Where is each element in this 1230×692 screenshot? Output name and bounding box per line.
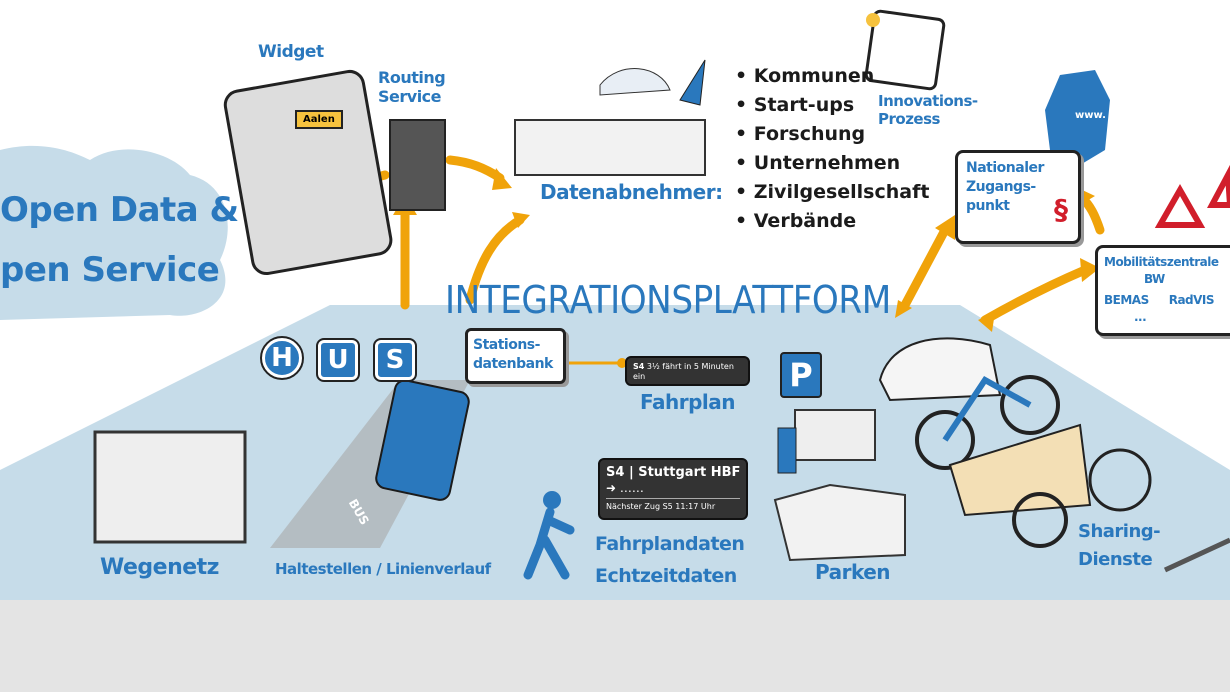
lightbulb-icon [866,13,880,27]
road-map [93,430,247,544]
parking-shelter [794,409,876,461]
list-item: • Unternehmen [735,152,901,174]
bike-wheel [915,410,975,470]
cloud-shape [0,145,228,320]
arrow-platform-national [900,225,950,310]
stations-line1: Stations- [473,337,540,353]
cargo-bike-wheel [1012,492,1068,548]
parking-meter [777,427,797,474]
pedestrian-body [523,507,575,580]
widget-label: Widget [258,42,324,62]
sharing-label: Sharing- Dienste [1078,518,1161,574]
station-database-box: Stations- datenbank [465,328,566,384]
innovation-tablet [864,9,946,91]
sharing-line2: Dienste [1078,549,1153,570]
cloud-sketch [599,68,671,96]
stops-label: Haltestellen / Linienverlauf [275,560,491,578]
consumers-list: • Kommunen • Start-ups • Forschung • Unt… [735,62,929,236]
bus-stop-sign-h: H [260,336,304,380]
realtime-line1: Fahrplandaten [595,533,745,555]
www-tag: www. [1075,110,1106,121]
realtime-board: S4 | Stuttgart HBF ➜ …… Nächster Zug S5 … [598,458,748,520]
sharing-line1: Sharing- [1078,521,1161,542]
national-line1: Nationaler [966,160,1044,176]
cloud-title-line1: Open Data & [0,190,239,230]
map-location-tag: Aalen [295,110,343,129]
warning-sign-icon [1207,164,1230,208]
parking-label: Parken [815,560,891,584]
buildings-sketch [514,119,706,176]
arrow-mobility-national [1077,193,1105,235]
bus-shape [375,379,470,501]
arrow-routing-consumers [445,155,505,183]
warning-sign-icon [1154,183,1206,228]
bus-stop-sign-s: S [373,338,417,382]
routing-service-label: Routing Service [378,68,446,106]
stations-line2: datenbank [473,356,553,372]
car-shape [878,337,1002,402]
consumers-label: Datenabnehmer: [540,180,723,204]
realtime-labels: Fahrplandaten Echtzeitdaten [595,528,745,592]
bike-shelter [773,483,906,562]
mobility-center-monitor: Mobilitätszentrale BW BEMAS RadVIS ... [1095,245,1230,336]
mobility-line2: BW [1144,272,1165,286]
national-line3: punkt [966,198,1010,214]
list-item: • Zivilgesellschaft [735,181,930,203]
realtime-line2: Echtzeitdaten [595,565,737,587]
timetable-label: Fahrplan [640,390,736,414]
bike-frame [942,376,1032,442]
timetable-text: 3½ fährt in 5 Minuten ein [633,362,734,381]
list-item: • Forschung [735,123,866,145]
tablet-shape [223,69,393,276]
national-access-point-monitor: Nationaler Zugangs- punkt § [955,150,1081,244]
innovation-label: Innovations-Prozess [878,92,978,128]
arrow-right-icon: ➜ …… [606,481,644,495]
cloud-title-line2: pen Service [0,250,220,290]
parking-sign-icon: P [780,352,822,398]
mobility-radvis: RadVIS [1168,293,1215,307]
realtime-next: Nächster Zug S5 11:17 Uhr [606,498,740,512]
server-shape [389,119,446,211]
germany-map [1045,70,1110,165]
bike-wheel [1000,375,1060,435]
mobility-more: ... [1134,310,1147,324]
cargo-bike-box [948,423,1092,517]
mobility-bemas: BEMAS [1104,293,1149,307]
rocket-shape [679,59,706,106]
connector-dot [617,358,627,368]
arrow-platform-mobility [980,265,1090,325]
bus-stop-sign-u: U [316,338,360,382]
list-item: • Kommunen [735,65,875,87]
list-item: • Start-ups [735,94,855,116]
timetable-line: S4 [633,362,645,371]
scooter-shape [1163,537,1230,573]
platform-title: INTEGRATIONSPLATTFORM [445,278,891,322]
paragraph-icon: § [1054,193,1068,226]
ebike-wheel [1088,448,1152,512]
ground-band [0,600,1230,692]
timetable-board: S4 3½ fährt in 5 Minuten ein [625,356,750,386]
realtime-line: S4 [606,465,625,480]
pedestrian-icon [543,491,561,509]
list-item: • Verbände [735,210,857,232]
network-label: Wegenetz [100,555,219,580]
national-line2: Zugangs- [966,179,1036,195]
arrow-platform-consumers [465,215,525,305]
realtime-destination: Stuttgart HBF [638,465,741,480]
mobility-line1: Mobilitätszentrale [1104,255,1219,269]
